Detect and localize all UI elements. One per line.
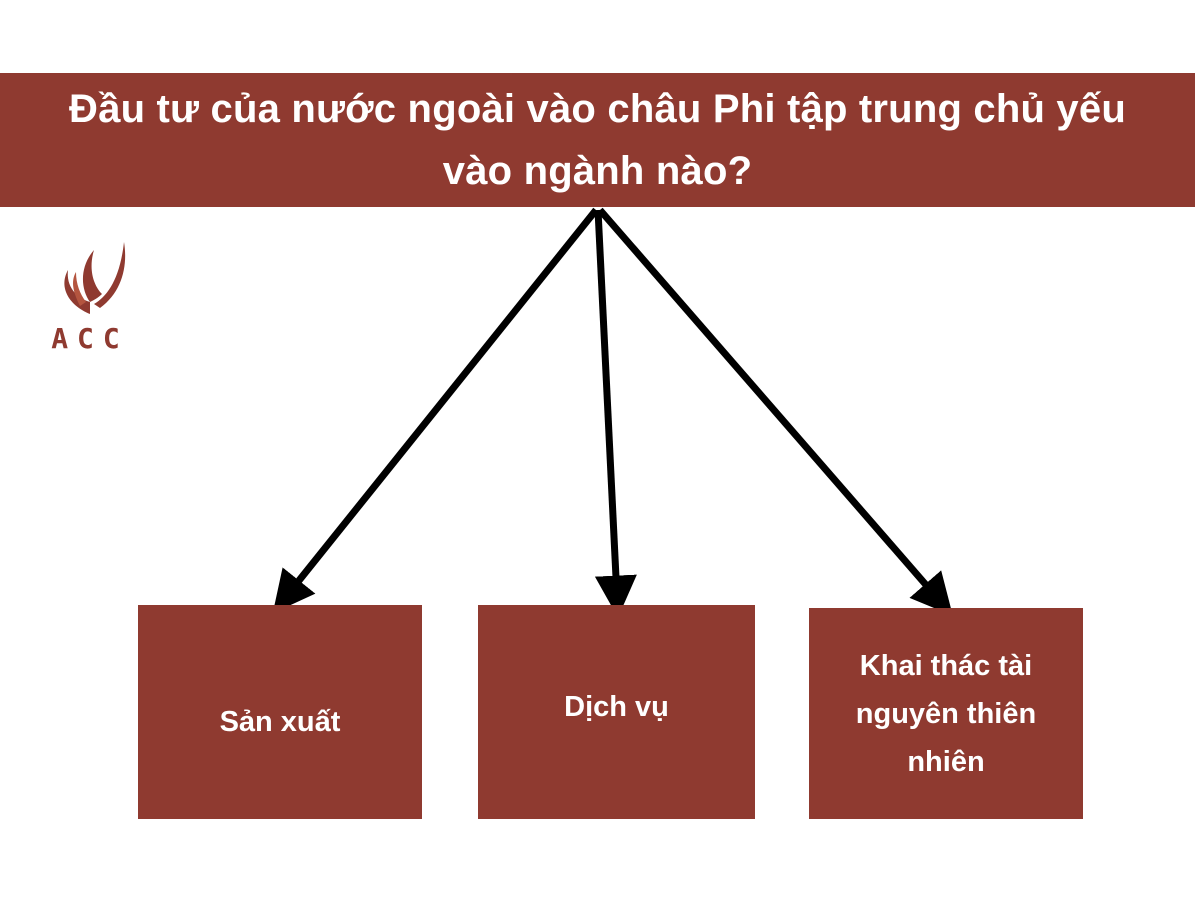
question-banner: Đầu tư của nước ngoài vào châu Phi tập t… (0, 73, 1195, 207)
option-label: Sản xuất (219, 706, 341, 738)
acc-logo: ACC (50, 236, 130, 356)
option-box-resource-extraction: Khai thác tài nguyên thiên nhiên (809, 608, 1083, 819)
option-box-services: Dịch vụ (478, 605, 755, 819)
option-label: Khai thác tài nguyên thiên nhiên (855, 649, 1037, 778)
arrow-to-option-2 (594, 209, 637, 618)
option-label: Dịch vụ (564, 691, 669, 723)
question-title: Đầu tư của nước ngoài vào châu Phi tập t… (69, 87, 1126, 193)
flame-leaf-icon (64, 242, 126, 314)
arrow-to-option-1 (272, 207, 599, 614)
option-box-manufacturing: Sản xuất (138, 605, 422, 819)
logo-text: ACC (51, 322, 129, 355)
arrow-to-option-3 (597, 207, 953, 616)
